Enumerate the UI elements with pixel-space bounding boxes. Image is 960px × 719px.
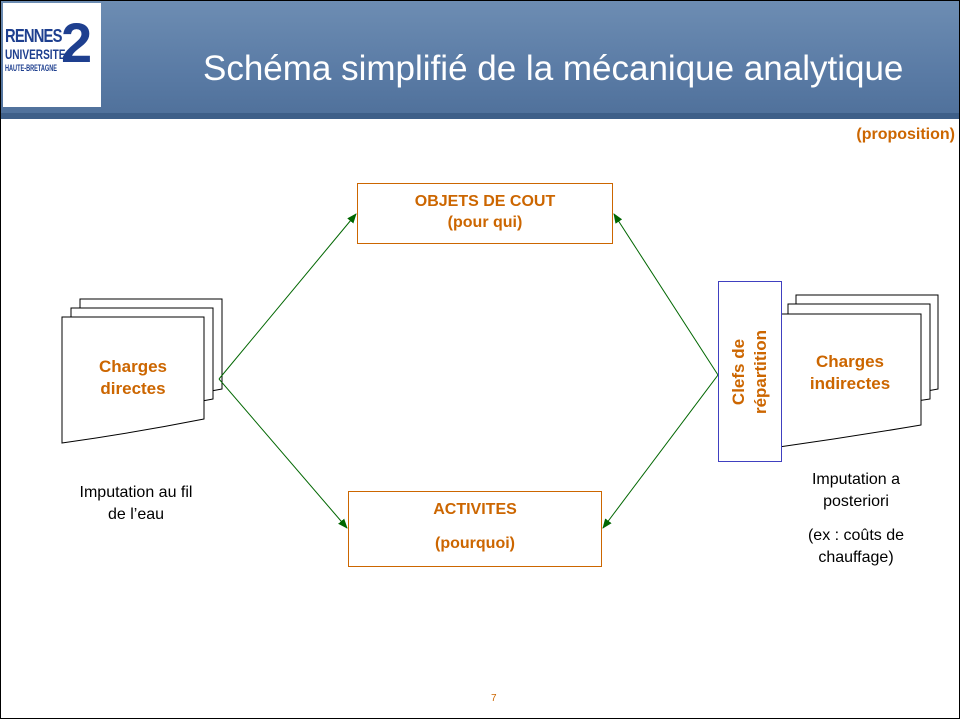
arrow-clefs-to-activites — [602, 374, 719, 529]
charges-indirectes-label: Charges indirectes — [779, 351, 921, 395]
charges-indirectes-line1: Charges — [815, 352, 885, 371]
charges-directes-label: Charges directes — [62, 356, 204, 400]
right-document-stack — [778, 294, 939, 448]
activites-box: ACTIVITES (pourquoi) — [348, 491, 602, 567]
slide-title: Schéma simplifié de la mécanique analyti… — [203, 49, 904, 88]
left-caption-line2: de l’eau — [107, 506, 165, 523]
header-band: RENNES UNIVERSITE HAUTE-BRETAGNE 2 Schém… — [1, 1, 959, 119]
clefs-line1: Clefs de — [729, 338, 748, 406]
right-caption-line3: (ex : coûts de — [807, 527, 905, 544]
right-caption: Imputation a posteriori (ex : coûts de c… — [771, 469, 941, 569]
charges-directes-line1: Charges — [98, 357, 168, 376]
objets-de-cout-box: OBJETS DE COUT (pour qui) — [357, 183, 613, 244]
university-logo: RENNES UNIVERSITE HAUTE-BRETAGNE 2 — [3, 3, 101, 107]
arrow-clefs-to-objets — [613, 213, 719, 376]
charges-indirectes-line2: indirectes — [809, 374, 891, 393]
objets-line1: OBJETS DE COUT — [414, 193, 556, 210]
arrow-directes-to-objets — [218, 213, 357, 380]
left-caption: Imputation au fil de l’eau — [41, 482, 231, 526]
header-divider — [1, 113, 959, 119]
clefs-de-repartition-label: Clefs de répartition — [728, 272, 772, 472]
charges-directes-line2: directes — [100, 379, 166, 398]
slide-subtitle: (proposition) — [856, 126, 955, 143]
logo-number: 2 — [61, 11, 93, 74]
right-caption-line2: posteriori — [823, 493, 889, 510]
page-number: 7 — [491, 693, 497, 704]
objets-line2: (pour qui) — [447, 214, 523, 231]
clefs-de-repartition-box — [718, 281, 782, 462]
activites-line2: (pourquoi) — [435, 535, 515, 552]
right-caption-line1: Imputation a — [811, 471, 901, 488]
logo-line2: UNIVERSITE — [5, 46, 66, 62]
clefs-line2: répartition — [751, 329, 770, 415]
right-doc-front — [778, 313, 922, 448]
left-caption-line1: Imputation au fil — [79, 484, 193, 501]
left-document-stack — [61, 298, 223, 444]
arrow-directes-to-activites — [218, 378, 348, 529]
left-doc-front — [61, 316, 205, 444]
activites-line1: ACTIVITES — [433, 501, 517, 518]
logo-line1: RENNES — [5, 26, 62, 46]
logo-line3: HAUTE-BRETAGNE — [5, 63, 57, 73]
right-caption-line4: chauffage) — [818, 549, 894, 566]
